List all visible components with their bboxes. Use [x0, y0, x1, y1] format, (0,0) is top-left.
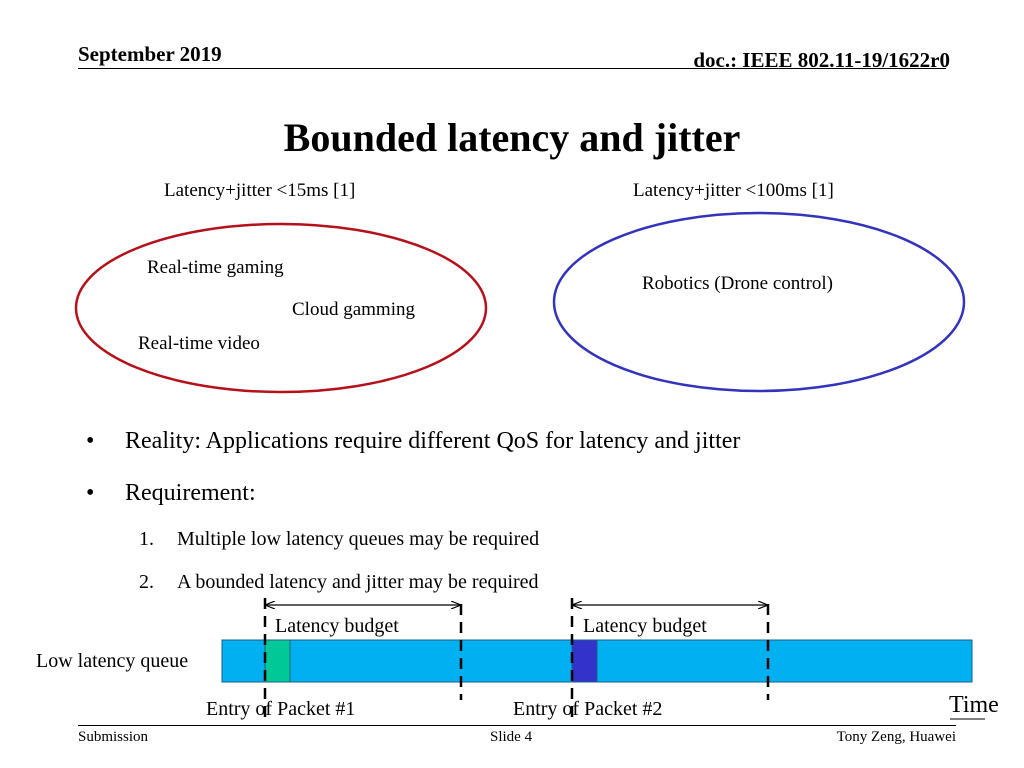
group-heading-100ms: Latency+jitter <100ms [1] — [633, 180, 834, 201]
group-heading-15ms: Latency+jitter <15ms [1] — [164, 180, 356, 201]
ellipse-15ms — [74, 222, 488, 394]
list-number-2: 2. — [139, 571, 154, 593]
item-real-time-gaming: Real-time gaming — [147, 257, 284, 278]
packet-2-block — [571, 639, 598, 683]
packet-1-label: Entry of Packet #1 — [206, 698, 356, 720]
header-rule — [78, 68, 946, 69]
item-cloud-gaming: Cloud gamming — [292, 299, 415, 320]
footer-author: Tony Zeng, Huawei — [836, 729, 956, 745]
item-robotics: Robotics (Drone control) — [642, 273, 834, 294]
footer-slide-number: Slide 4 — [490, 729, 533, 745]
list-item-2: A bounded latency and jitter may be requ… — [177, 571, 539, 593]
bullet-requirement: Requirement: — [125, 480, 256, 506]
latency-budget-1-label: Latency budget — [275, 615, 399, 637]
list-number-1: 1. — [139, 528, 154, 550]
slide-title: Bounded latency and jitter — [283, 115, 741, 160]
bullet-reality: Reality: Applications require different … — [125, 428, 741, 454]
header-date: September 2019 — [78, 42, 222, 66]
bullet-marker: • — [86, 480, 95, 506]
item-real-time-video: Real-time video — [138, 333, 260, 354]
bullet-marker: • — [86, 428, 95, 454]
packet-2-label: Entry of Packet #2 — [513, 698, 663, 720]
ellipse-100ms — [552, 211, 966, 393]
footer-submission: Submission — [78, 729, 149, 745]
list-item-1: Multiple low latency queues may be requi… — [177, 528, 540, 550]
time-label: Time — [949, 692, 999, 718]
footer-rule — [78, 725, 956, 726]
latency-budget-2-label: Latency budget — [583, 615, 707, 637]
packet-1-block — [264, 639, 291, 683]
low-latency-queue-label: Low latency queue — [36, 650, 189, 672]
